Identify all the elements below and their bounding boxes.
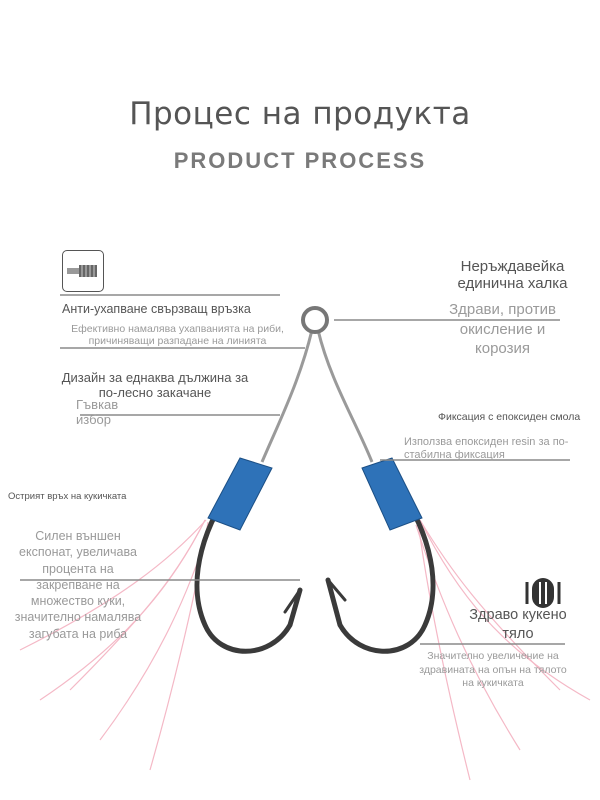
equal-length-subtitle: Гъвкав избор	[76, 397, 119, 427]
hook-right	[325, 477, 436, 654]
sharp-tip-description: Силен външен експонат, увеличава процент…	[14, 529, 142, 641]
strong-body-title: Здраво кукено тяло	[469, 607, 567, 642]
ring-title: Неръждавейка единична халка	[457, 258, 568, 293]
callout-lines	[20, 294, 570, 645]
wire-connector-icon	[62, 250, 104, 292]
equal-length-title: Дизайн за еднаква дължина за по-лесно за…	[61, 370, 249, 400]
ring-description: Здрави, против окисление и корозия	[449, 301, 556, 357]
hook-left	[194, 477, 303, 654]
anti-bite-description: Ефективно намалява ухапванията на риби, …	[71, 323, 284, 348]
epoxy-sleeve-right	[361, 457, 423, 531]
split-ring	[301, 306, 329, 334]
feather-right	[415, 519, 591, 781]
page-subtitle: PRODUCT PROCESS	[173, 148, 427, 173]
sharp-tip-title: Острият връх на кукичката	[8, 491, 127, 502]
wire-leaders	[260, 329, 374, 463]
anti-bite-title: Анти-ухапване свързващ връзка	[62, 302, 251, 316]
strong-body-description: Значително увеличение на здравината на о…	[419, 650, 567, 690]
hook-body-icon	[522, 572, 564, 614]
epoxy-sleeve-left	[207, 457, 273, 531]
epoxy-title: Фиксация с епоксиден смола	[438, 411, 581, 423]
page-title: Процес на продукта	[129, 96, 471, 132]
epoxy-description: Използва епоксиден resin за по-стабилна …	[404, 436, 569, 461]
